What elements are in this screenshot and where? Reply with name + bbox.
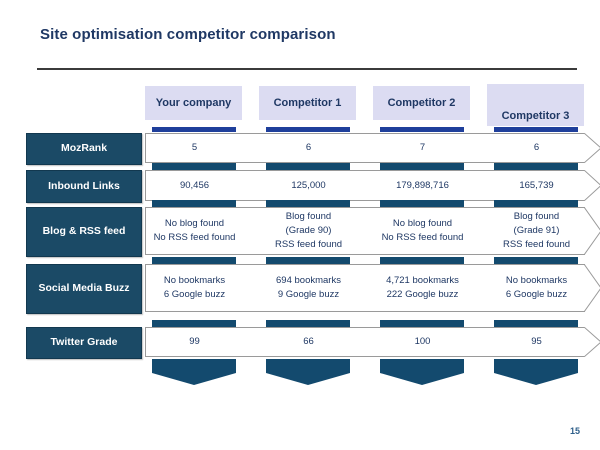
cell-r5-c1: 99 [146,328,243,356]
cell-line: 9 Google buzz [277,289,340,300]
pillar-segment-r5-c4 [494,320,578,327]
row-label-5[interactable]: Twitter Grade [26,327,142,359]
chevron-arrow-icon [584,207,600,255]
pillar-segment-r2-c2 [266,163,350,170]
cell-line: 66 [303,336,314,348]
cell-r5-c4: 95 [488,328,585,356]
row-label-4[interactable]: Social Media Buzz [26,264,142,314]
pillar-segment-r4-c1 [152,257,236,264]
pillar-segment-r2-c3 [380,163,464,170]
data-row-3: No blog found No RSS feed found Blog found… [145,207,600,255]
cell-r2-c4: 165,739 [488,171,585,200]
cell-line: (Grade 90) [285,225,332,237]
pillar-segment-r2-c1 [152,163,236,170]
cell-line: 6 [533,142,540,154]
chevron-arrow-icon [584,327,600,357]
pillar-segment-r4-c4 [494,257,578,264]
cell-line: 165,739 [519,179,554,191]
cell-line: 694 bookmarks [276,275,341,287]
data-row-1: 5 6 7 6 [145,133,600,163]
cell-line: 100 [414,336,431,348]
pillar-segment-r3-c3 [380,200,464,207]
cell-r4-c1: No bookmarks 6 Google buzz [146,265,243,311]
cell-r5-c3: 100 [374,328,471,356]
cell-line: Blog found [285,211,332,223]
cell-line: (Grade 91) [513,225,560,237]
pillar-segment-r3-c2 [266,200,350,207]
pillar-segment-r5-c2 [266,320,350,327]
row-label-1[interactable]: MozRank [26,133,142,165]
pillar-segment-r2-c4 [494,163,578,170]
pillar-segment-r1-c1 [152,127,236,132]
pillar-segment-r3-c4 [494,200,578,207]
cell-r2-c1: 90,456 [146,171,243,200]
cell-r1-c1: 5 [146,134,243,162]
cell-r4-c3: 4,721 bookmarks 222 Google buzz [374,265,471,311]
cell-line: No bookmarks [163,275,226,287]
pillar-segment-r1-c2 [266,127,350,132]
cell-line: No RSS feed found [153,232,236,243]
row-label-3[interactable]: Blog & RSS feed [26,207,142,257]
pillar-foot-2 [266,359,350,385]
pillar-segment-r1-c3 [380,127,464,132]
column-header-3[interactable]: Competitor 2 [373,86,470,120]
cell-line: 125,000 [291,179,326,191]
pillar-foot-1 [152,359,236,385]
cell-line: 6 Google buzz [505,289,568,300]
cell-r2-c2: 125,000 [260,171,357,200]
cell-r4-c2: 694 bookmarks 9 Google buzz [260,265,357,311]
cell-r1-c4: 6 [488,134,585,162]
cell-line: 90,456 [179,179,210,191]
cell-line: No blog found [164,218,225,230]
cell-line: No bookmarks [505,275,568,287]
cell-line: 6 Google buzz [163,289,226,300]
pillar-segment-r5-c3 [380,320,464,327]
page-number: 15 [569,426,580,436]
data-row-5: 99 66 100 95 [145,327,600,357]
data-row-4: No bookmarks 6 Google buzz 694 bookmarks 9 … [145,264,600,312]
cell-line: 4,721 bookmarks [386,275,459,287]
cell-line: 5 [191,142,198,154]
pillar-segment-r3-c1 [152,200,236,207]
row-label-2[interactable]: Inbound Links [26,170,142,203]
chevron-arrow-icon [584,133,600,163]
chevron-arrow-icon [584,264,600,312]
cell-r1-c3: 7 [374,134,471,162]
cell-line: RSS feed found [502,238,571,250]
cell-line: RSS feed found [274,238,343,250]
cell-line: Blog found [513,211,560,223]
cell-r5-c2: 66 [260,328,357,356]
cell-line: No blog found [392,218,453,230]
cell-line: 7 [419,142,426,154]
page-title: Site optimisation competitor comparison [40,26,336,43]
pillar-foot-4 [494,359,578,385]
cell-r2-c3: 179,898,716 [374,171,471,200]
cell-line: 179,898,716 [396,179,449,191]
cell-r3-c4: Blog found (Grade 91)RSS feed found [488,208,585,254]
column-header-1[interactable]: Your company [145,86,242,120]
data-row-2: 90,456 125,000 179,898,716 165,739 [145,170,600,201]
cell-line: 95 [531,336,542,348]
cell-r1-c2: 6 [260,134,357,162]
cell-r4-c4: No bookmarks 6 Google buzz [488,265,585,311]
pillar-foot-3 [380,359,464,385]
column-header-2[interactable]: Competitor 1 [259,86,356,120]
cell-r3-c2: Blog found (Grade 90)RSS feed found [260,208,357,254]
pillar-segment-r1-c4 [494,127,578,132]
cell-line: No RSS feed found [381,232,464,243]
pillar-segment-r4-c3 [380,257,464,264]
pillar-segment-r4-c2 [266,257,350,264]
cell-line: 222 Google buzz [386,289,459,300]
cell-line: 6 [305,142,312,154]
title-divider [37,68,577,70]
pillar-segment-r5-c1 [152,320,236,327]
cell-r3-c3: No blog found No RSS feed found [374,208,471,254]
cell-line: 99 [189,336,200,348]
column-header-4[interactable]: Competitor 3 [487,84,584,126]
cell-r3-c1: No blog found No RSS feed found [146,208,243,254]
chevron-arrow-icon [584,170,600,201]
